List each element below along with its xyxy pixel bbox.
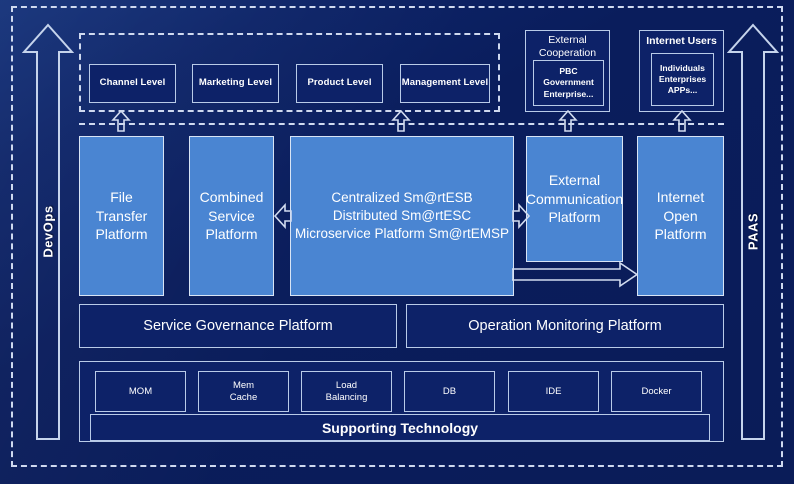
- platform-file-transfer: File Transfer Platform: [79, 136, 164, 296]
- tech-box-ide-line1: IDE: [545, 385, 562, 397]
- internet-users-detail-line1: Individuals: [660, 62, 705, 73]
- tech-box-mem-cache-line1: Mem: [232, 379, 255, 391]
- level-label-marketing: Marketing Level: [198, 77, 273, 89]
- level-box-product: Product Level: [296, 64, 383, 103]
- platform-file-transfer-line3: Platform: [95, 226, 148, 243]
- tech-box-docker-line1: Docker: [641, 385, 672, 397]
- platform-internet-open: Internet Open Platform: [637, 136, 724, 296]
- external-cooperation-detail-line1: PBC Government: [543, 66, 594, 88]
- outer-dashed-frame: [11, 6, 783, 467]
- level-box-channel: Channel Level: [89, 64, 176, 103]
- platform-integration-core-line3: Microservice Platform Sm@rtEMSP: [295, 225, 509, 241]
- platform-internet-open-line3: Platform: [654, 226, 707, 243]
- tech-box-docker: Docker: [611, 371, 702, 412]
- level-label-channel: Channel Level: [99, 77, 166, 89]
- operation-monitoring-platform: Operation Monitoring Platform: [406, 304, 724, 348]
- left-arrow-core-to-combined-icon: [274, 203, 292, 229]
- internet-users-title: Internet Users: [646, 35, 717, 47]
- platform-integration-core-line2: Distributed Sm@rtESC: [332, 208, 472, 224]
- internet-users-detail-box: Individuals Enterprises APPs...: [651, 53, 714, 106]
- external-cooperation-detail-line2: Enterprise...: [543, 88, 594, 99]
- tech-box-load-balancing-line2: Balancing: [325, 391, 368, 403]
- tech-box-db: DB: [404, 371, 495, 412]
- platform-integration-core: Centralized Sm@rtESB Distributed Sm@rtES…: [290, 136, 514, 296]
- platform-boundary-dashed-line: [79, 123, 724, 125]
- service-governance-platform-label: Service Governance Platform: [143, 318, 333, 334]
- external-cooperation-detail-box: PBC Government Enterprise...: [533, 60, 604, 106]
- service-governance-platform: Service Governance Platform: [79, 304, 397, 348]
- up-arrow-management-icon: [391, 110, 411, 132]
- internet-users-detail-line3: APPs...: [667, 85, 698, 96]
- paas-label: PAAS: [745, 212, 761, 251]
- external-cooperation-title-line2: Cooperation: [538, 47, 597, 60]
- platform-combined-service-line3: Platform: [205, 226, 258, 243]
- devops-arrow: [22, 22, 74, 442]
- platform-integration-core-line1: Centralized Sm@rtESB: [331, 190, 473, 206]
- tech-box-ide: IDE: [508, 371, 599, 412]
- operation-monitoring-platform-label: Operation Monitoring Platform: [468, 318, 662, 334]
- tech-box-load-balancing-line1: Load: [335, 379, 358, 391]
- external-cooperation-title-line1: External: [548, 34, 587, 46]
- platform-combined-service: Combined Service Platform: [189, 136, 274, 296]
- platform-external-communication: External Communication Platform: [526, 136, 623, 262]
- external-cooperation-box: External Cooperation PBC Government Ente…: [525, 30, 610, 112]
- tech-box-db-line1: DB: [442, 385, 457, 397]
- internet-users-box: Internet Users Individuals Enterprises A…: [639, 30, 724, 112]
- right-arrow-core-to-external-comm-icon: [512, 203, 530, 229]
- tech-box-mom: MOM: [95, 371, 186, 412]
- platform-external-communication-line3: Platform: [548, 209, 601, 226]
- supporting-technology-bar-label: Supporting Technology: [321, 419, 479, 436]
- level-box-management: Management Level: [400, 64, 490, 103]
- platform-internet-open-line1: Internet: [656, 189, 705, 206]
- platform-external-communication-line2: Communication: [525, 190, 624, 207]
- paas-arrow: [727, 22, 779, 442]
- platform-file-transfer-line1: File: [110, 189, 133, 206]
- up-arrow-internet-users-icon: [672, 110, 692, 132]
- supporting-technology-bar: Supporting Technology: [90, 414, 710, 441]
- tech-box-load-balancing: Load Balancing: [301, 371, 392, 412]
- tech-box-mem-cache-line2: Cache: [229, 391, 258, 403]
- devops-label: DevOps: [40, 205, 56, 258]
- platform-file-transfer-line2: Transfer: [95, 207, 148, 224]
- platform-combined-service-line1: Combined: [199, 189, 264, 206]
- tech-box-mem-cache: Mem Cache: [198, 371, 289, 412]
- right-arrow-core-to-internet-open-icon: [512, 262, 638, 288]
- up-arrow-external-cooperation-icon: [558, 110, 578, 132]
- level-label-product: Product Level: [307, 77, 372, 89]
- platform-combined-service-line2: Service: [208, 207, 255, 224]
- tech-box-mom-line1: MOM: [128, 385, 153, 397]
- up-arrow-channel-icon: [111, 110, 131, 132]
- internet-users-detail-line2: Enterprises: [658, 73, 707, 84]
- platform-external-communication-line1: External: [548, 172, 601, 189]
- consumer-levels-container: [79, 33, 500, 112]
- platform-internet-open-line2: Open: [663, 207, 698, 224]
- level-box-marketing: Marketing Level: [192, 64, 279, 103]
- level-label-management: Management Level: [401, 77, 489, 89]
